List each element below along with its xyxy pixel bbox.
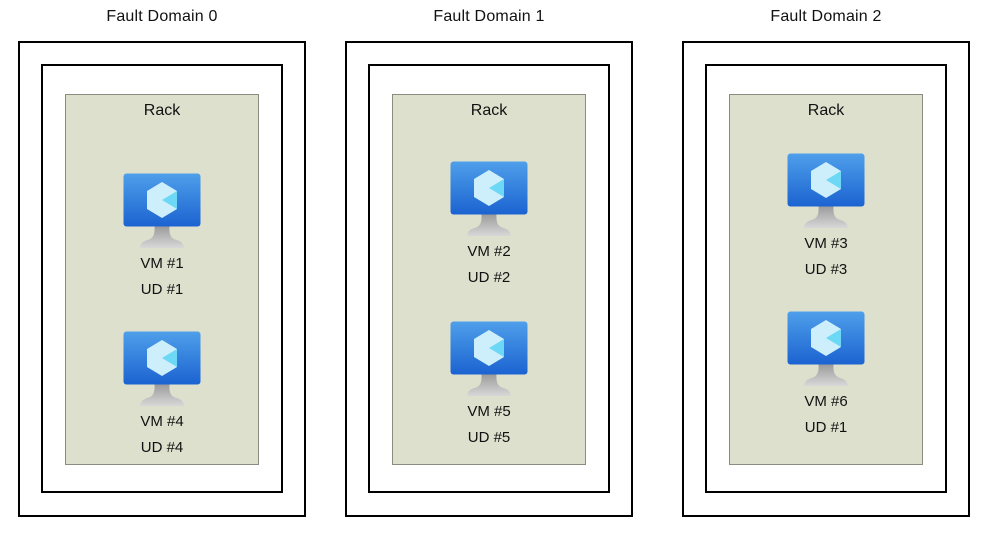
virtual-machine-icon: [787, 311, 865, 386]
rack-box: Rack VM #3 UD #3: [729, 94, 923, 465]
fault-domain-section-0: Fault Domain 0 Rack VM #1 UD #1: [18, 0, 306, 517]
rack-label: Rack: [807, 102, 845, 119]
fault-domain-section-2: Fault Domain 2 Rack VM #3 UD #3: [682, 0, 970, 517]
vm-block: VM #1 UD #1: [123, 173, 201, 303]
vm-cube-wedge: [489, 339, 504, 357]
vm-label: VM #4: [140, 413, 184, 430]
update-domain-label: UD #5: [467, 429, 511, 446]
fault-domain-outer-box: Rack VM #3 UD #3: [682, 41, 970, 517]
fault-domain-inner-box: Rack VM #3 UD #3: [705, 64, 947, 493]
vm-cube-wedge: [162, 191, 177, 209]
fault-domain-section-1: Fault Domain 1 Rack VM #2 UD #2: [345, 0, 633, 517]
virtual-machine-icon: [787, 153, 865, 228]
vm-cube-wedge: [162, 349, 177, 367]
update-domain-label: UD #1: [140, 281, 184, 298]
fault-domain-inner-box: Rack VM #1 UD #1: [41, 64, 283, 493]
rack-box: Rack VM #2 UD #2: [392, 94, 586, 465]
vm-block: VM #4 UD #4: [123, 331, 201, 461]
fault-domain-inner-box: Rack VM #2 UD #2: [368, 64, 610, 493]
vm-monitor-stand: [467, 214, 511, 236]
rack-label: Rack: [143, 102, 181, 119]
vm-block: VM #6 UD #1: [787, 311, 865, 441]
rack-label: Rack: [470, 102, 508, 119]
update-domain-label: UD #4: [140, 439, 184, 456]
update-domain-label: UD #1: [804, 419, 848, 436]
vm-cube-wedge: [826, 171, 841, 189]
vm-monitor-stand: [467, 374, 511, 396]
vm-monitor-stand: [804, 364, 848, 386]
virtual-machine-icon: [123, 331, 201, 406]
virtual-machine-icon: [123, 173, 201, 248]
virtual-machine-icon: [450, 321, 528, 396]
fault-domain-outer-box: Rack VM #1 UD #1: [18, 41, 306, 517]
fault-domain-outer-box: Rack VM #2 UD #2: [345, 41, 633, 517]
fault-domain-title: Fault Domain 0: [106, 7, 218, 25]
vm-monitor-stand: [804, 206, 848, 228]
vm-cube-wedge: [826, 329, 841, 347]
vm-label: VM #3: [804, 235, 848, 252]
vm-label: VM #1: [140, 255, 184, 272]
vm-label: VM #2: [467, 243, 511, 260]
rack-box: Rack VM #1 UD #1: [65, 94, 259, 465]
vm-monitor-stand: [140, 384, 184, 406]
vm-label: VM #5: [467, 403, 511, 420]
update-domain-label: UD #3: [804, 261, 848, 278]
vm-block: VM #2 UD #2: [450, 161, 528, 291]
vm-block: VM #5 UD #5: [450, 321, 528, 451]
vm-label: VM #6: [804, 393, 848, 410]
fault-domain-title: Fault Domain 2: [770, 7, 882, 25]
vm-cube-wedge: [489, 179, 504, 197]
vm-block: VM #3 UD #3: [787, 153, 865, 283]
fault-domain-title: Fault Domain 1: [433, 7, 545, 25]
vm-monitor-stand: [140, 226, 184, 248]
virtual-machine-icon: [450, 161, 528, 236]
update-domain-label: UD #2: [467, 269, 511, 286]
